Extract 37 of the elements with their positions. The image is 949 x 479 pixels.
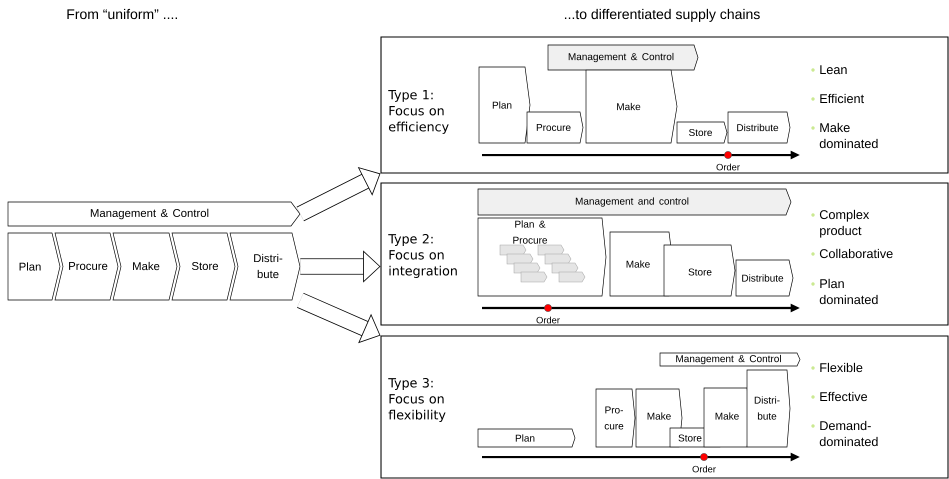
management-band: Management & Control [8,202,300,226]
step-box: Procure [54,232,118,300]
step-box: Distribute [728,112,790,144]
bullet-item: Lean [811,65,847,74]
step-box: Store [172,232,236,300]
management-band: Management & Control [548,44,698,70]
panel-heading: Type 1: Focus on efficiency [388,90,449,134]
title: From “uniform” .... [67,8,177,20]
step-box: Plan [8,232,60,300]
order-label: Order [536,316,560,324]
order-label: Order [692,466,716,472]
step-box: Plan [478,428,576,448]
step-box: Distri- bute [230,232,300,300]
step-box: Store [676,122,728,144]
step-box: Distri- bute [746,370,790,448]
bullet-item: Effective [811,392,868,402]
bullet-item: Complex product [811,210,870,238]
step-box: Distribute [736,260,794,296]
bullet-item: Flexible [811,362,862,372]
step-box: Make [704,388,750,448]
title: ...to differentiated supply chains [564,8,760,22]
management-band: Management and control [478,188,792,216]
bullet-item: Collaborative [811,248,893,258]
bullet-item: Efficient [811,94,864,104]
bullet-item: Plan dominated [811,278,878,304]
order-label: Order [716,164,740,170]
step-box: Procure [526,112,584,144]
panel-heading: Type 2: Focus on integration [388,234,457,278]
step-box: Store [664,244,736,296]
management-band: Management & Control [660,352,800,366]
block-arrow [296,167,380,222]
step-box: Pro- cure [596,388,636,448]
step-box: Make [112,232,178,300]
bullet-item: Make dominated [811,122,878,148]
bullet-item: Demand- dominated [811,420,878,446]
step-box: Make [586,70,678,144]
panel-heading: Type 3: Focus on flexibility [388,378,446,422]
